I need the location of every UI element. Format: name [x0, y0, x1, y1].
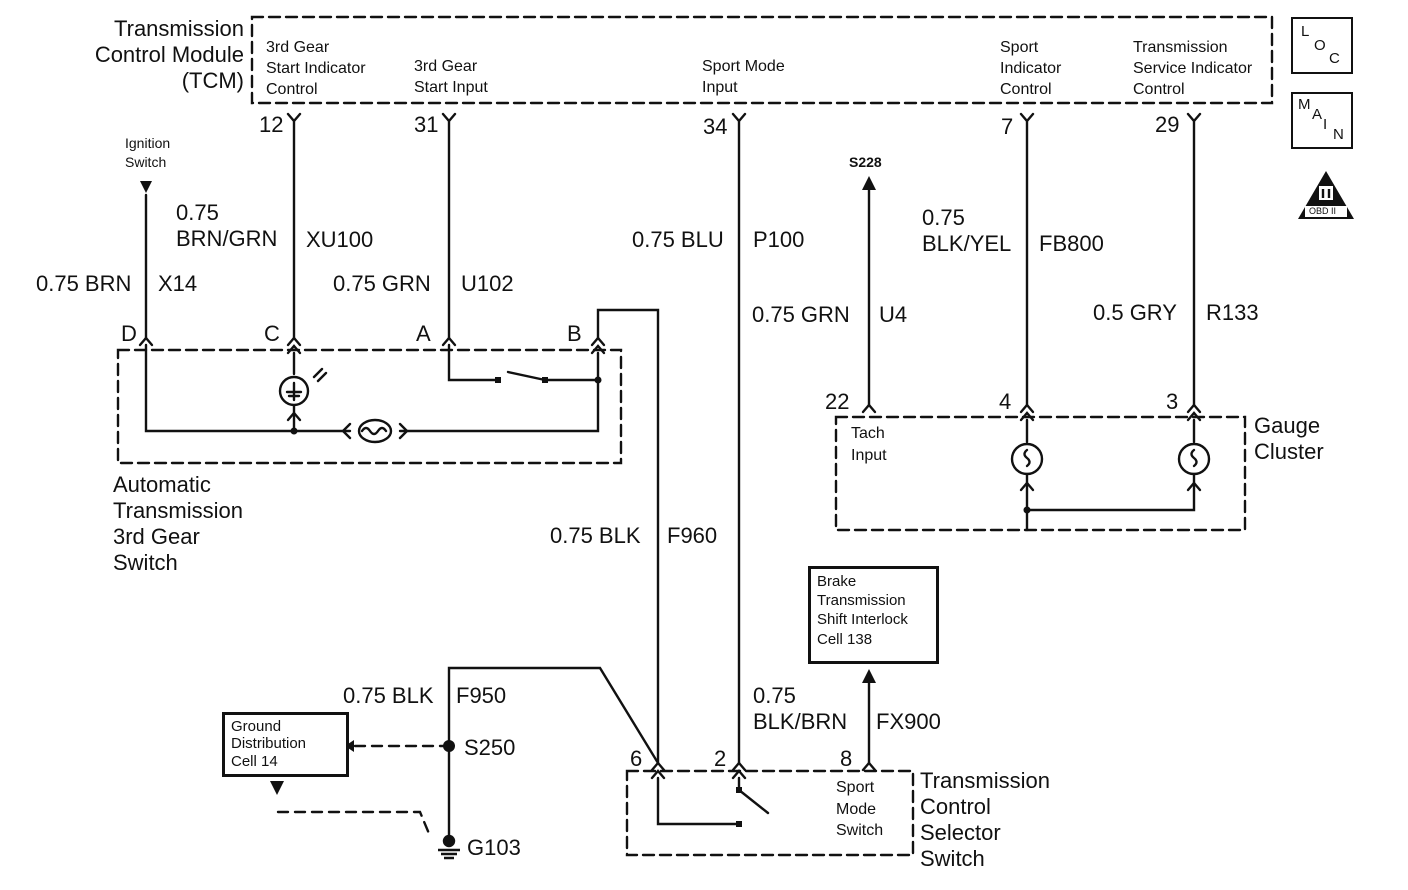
connector-pin-b: B — [567, 321, 582, 346]
loc-letter: O — [1314, 37, 1326, 54]
tach-input-label: Tach Input — [851, 425, 887, 464]
wire-circuit-f960: F960 — [667, 523, 718, 548]
wire-gauge-p100: 0.75 BLU — [632, 227, 724, 252]
obd-badge-icon — [1298, 171, 1354, 219]
selector-pin-number: 8 — [840, 746, 853, 771]
tcm-pin-number: 31 — [414, 112, 439, 137]
wire-circuit-u102: U102 — [461, 271, 514, 296]
tcm-pin-label-7: Sport Indicator Control — [1000, 39, 1062, 98]
wire-gauge-x14: 0.75 BRN — [36, 271, 132, 296]
loc-badge: L O C — [1291, 17, 1353, 74]
ground-g103-label: G103 — [467, 835, 521, 860]
wire-circuit-xu100: XU100 — [306, 227, 374, 252]
connector-pin-d: D — [121, 321, 137, 346]
ground-distribution-box[interactable]: Ground Distribution Cell 14 — [222, 712, 349, 777]
tcm-pin-number: 7 — [1001, 114, 1014, 139]
wire-gauge-f960: 0.75 BLK — [550, 523, 641, 548]
tcm-pin-label-34: Sport Mode Input — [702, 58, 785, 96]
connector-pin-c: C — [264, 321, 280, 346]
tcm-outline — [250, 15, 1274, 105]
loc-letter: C — [1329, 50, 1340, 67]
main-badge: M A I N — [1291, 92, 1353, 149]
wire-circuit-x14: X14 — [158, 271, 198, 296]
loc-letter: L — [1301, 23, 1310, 40]
selector-pin-number: 6 — [630, 746, 643, 771]
wire-gauge-fb800: 0.75 BLK/YEL — [922, 205, 1012, 256]
sport-mode-switch-label: Sport Mode Switch — [836, 779, 884, 840]
wire-circuit-u4: U4 — [879, 302, 908, 327]
gauge-cluster-outline — [834, 415, 1247, 532]
s228-label: S228 — [849, 154, 882, 170]
selector-pin-number: 2 — [714, 746, 727, 771]
tcm-pin-number: 34 — [703, 114, 728, 139]
brake-shift-interlock-box[interactable]: Brake Transmission Shift Interlock Cell … — [808, 566, 939, 664]
wire-gauge-u102: 0.75 GRN — [333, 271, 431, 296]
main-letter: N — [1333, 126, 1344, 143]
connector-pin-a: A — [416, 321, 431, 346]
wire-circuit-fx900: FX900 — [876, 709, 941, 734]
selector-switch-title: Transmission Control Selector Switch — [920, 768, 1050, 871]
wire-gauge-xu100: 0.75 BRN/GRN — [176, 200, 278, 251]
gauge-pin-number: 4 — [999, 389, 1012, 414]
main-letter: I — [1323, 116, 1328, 133]
3rd-gear-switch-title: Automatic Transmission 3rd Gear Switch — [113, 472, 243, 575]
gauge-pin-number: 3 — [1166, 389, 1179, 414]
splice-s250-label: S250 — [464, 735, 516, 760]
ignition-switch-label: Ignition Switch — [125, 135, 171, 170]
wire-gauge-fx900: 0.75 BLK/BRN — [753, 683, 848, 734]
wire-circuit-f950: F950 — [456, 683, 507, 708]
tcm-title: Transmission Control Module (TCM) — [94, 16, 244, 93]
gauge-pin-number: 22 — [825, 389, 850, 414]
selector-switch-outline — [625, 769, 915, 857]
main-letter: A — [1312, 106, 1323, 123]
wire-circuit-p100: P100 — [753, 227, 805, 252]
tcm-pin-label-29: Transmission Service Indicator Control — [1133, 39, 1253, 98]
wire-gauge-u4: 0.75 GRN — [752, 302, 850, 327]
wire-circuit-r133: R133 — [1206, 300, 1259, 325]
gauge-cluster-title: Gauge Cluster — [1254, 413, 1324, 464]
tcm-pin-label-12: 3rd Gear Start Indicator Control — [266, 39, 366, 98]
tcm-pin-label-31: 3rd Gear Start Input — [414, 58, 488, 96]
main-letter: M — [1298, 96, 1311, 113]
tcm-pin-number: 12 — [259, 112, 284, 137]
wire-gauge-r133: 0.5 GRY — [1093, 300, 1177, 325]
wire-gauge-f950: 0.75 BLK — [343, 683, 434, 708]
3rd-gear-switch-outline — [116, 348, 623, 465]
obd-text: OBD II — [1309, 206, 1337, 216]
wire-circuit-fb800: FB800 — [1039, 231, 1104, 256]
tcm-pin-number: 29 — [1155, 112, 1180, 137]
